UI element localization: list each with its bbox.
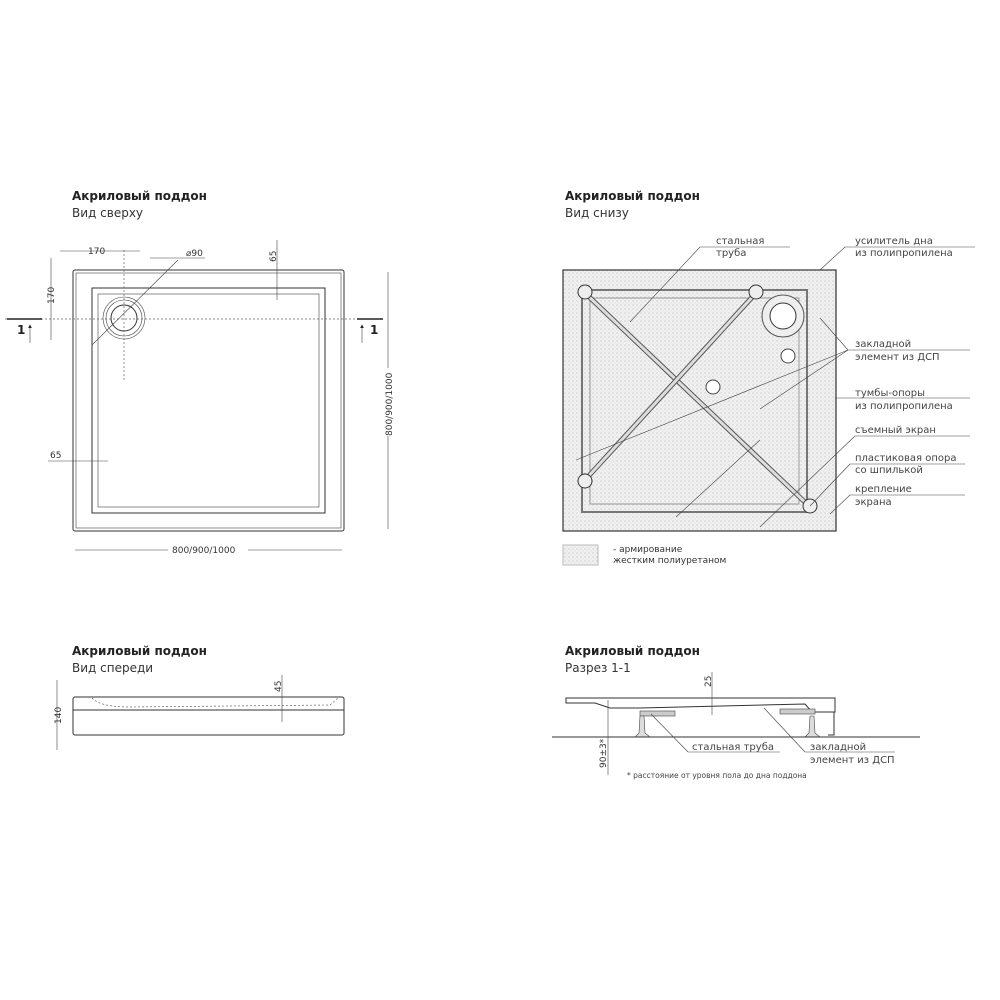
front-view-subtitle: Вид спереди xyxy=(72,661,153,675)
support-leg-bottom-left xyxy=(577,473,593,489)
leader-insert-3 xyxy=(759,349,849,410)
section-steel-pipe xyxy=(639,710,676,717)
tray-basin xyxy=(91,287,326,514)
dim-width: 800/900/1000 xyxy=(172,546,236,556)
leader-reinforcement xyxy=(819,246,846,271)
section-label-insert-1: закладной xyxy=(810,742,866,753)
legend-swatch xyxy=(562,544,599,566)
tray-outline xyxy=(72,269,345,532)
section-particleboard-insert xyxy=(779,708,816,715)
label-screen: съемный экран xyxy=(855,425,936,436)
pedestal-support-2 xyxy=(705,379,721,395)
label-steel-pipe-1: стальная xyxy=(716,236,764,247)
tray-basin-floor xyxy=(97,293,320,508)
legend-text-1: - армирование xyxy=(613,545,683,555)
label-insert-2: элемент из ДСП xyxy=(855,352,940,363)
label-pedestal-1: тумбы-опоры xyxy=(855,388,925,399)
leader-insert-2 xyxy=(575,349,849,461)
leader-mount xyxy=(829,494,851,515)
dim-width-label-background xyxy=(168,543,248,555)
bottom-view-subtitle: Вид снизу xyxy=(565,206,629,220)
section-leader-pipe xyxy=(650,713,689,753)
top-view-title: Акриловый поддон xyxy=(72,189,207,203)
front-view-title: Акриловый поддон xyxy=(72,644,207,658)
removable-screen-profile xyxy=(828,711,835,736)
dim-height: 90±3* xyxy=(599,738,609,768)
label-mount-1: крепление xyxy=(855,484,912,495)
tray-front-outline xyxy=(72,696,345,736)
callout-leader-lines xyxy=(575,246,975,528)
label-steel-pipe-2: труба xyxy=(716,248,746,259)
drain-diameter-leader xyxy=(91,259,179,346)
label-support-1: пластиковая опора xyxy=(855,453,957,464)
leader-pedestal xyxy=(675,439,761,518)
section-leader-insert xyxy=(763,707,806,753)
dim-140: 140 xyxy=(54,707,64,724)
section-mark-right: 1 xyxy=(370,323,378,337)
bottom-view-title: Акриловый поддон xyxy=(565,189,700,203)
leader-screen xyxy=(759,435,856,528)
leader-steel-pipe xyxy=(629,246,701,323)
dim-25: 25 xyxy=(704,676,714,687)
bottom-view: Акриловый поддон Вид снизу стальная труб… xyxy=(562,189,975,566)
label-pedestal-2: из полипропилена xyxy=(855,401,953,412)
footnote: * расстояние от уровня пола до дна поддо… xyxy=(627,771,807,780)
section-label-steel-pipe: стальная труба xyxy=(692,742,774,753)
dim-depth-label-background xyxy=(382,368,394,436)
leader-support xyxy=(809,463,851,507)
dim-45: 45 xyxy=(274,681,284,692)
particleboard-frame-inner xyxy=(589,297,800,505)
label-reinforcement-1: усилитель дна xyxy=(855,236,933,247)
steel-pipe-diagonal-2-fill xyxy=(583,291,758,482)
top-view: Акриловый поддон Вид сверху ⌀90 170 170 … xyxy=(5,189,395,556)
drain-diameter-label: ⌀90 xyxy=(186,249,203,259)
front-view: Акриловый поддон Вид спереди 140 45 xyxy=(54,644,345,750)
legend-text-2: жестким полиуретаном xyxy=(613,556,726,566)
tray-section-profile xyxy=(565,697,836,713)
adjustable-leg-left xyxy=(634,715,651,738)
particleboard-frame xyxy=(581,289,808,513)
pedestal-support-1 xyxy=(780,348,796,364)
section-label-insert-2: элемент из ДСП xyxy=(810,755,895,766)
section-view-title: Акриловый поддон xyxy=(565,644,700,658)
dim-65-top: 65 xyxy=(269,251,279,262)
support-leg-top-right xyxy=(748,284,764,300)
section-view-subtitle: Разрез 1-1 xyxy=(565,661,631,675)
top-view-subtitle: Вид сверху xyxy=(72,206,143,220)
adjustable-leg-right xyxy=(804,715,821,738)
dim-depth: 800/900/1000 xyxy=(385,372,395,436)
tray-basin-hidden-line xyxy=(91,697,339,708)
label-insert-1: закладной xyxy=(855,339,911,350)
section-mark-left: 1 xyxy=(17,323,25,337)
dim-170-vertical: 170 xyxy=(47,287,57,304)
label-reinforcement-2: из полипропилена xyxy=(855,248,953,259)
tray-rim-inner-edge xyxy=(75,272,342,529)
steel-pipe-diagonal-1-fill xyxy=(583,291,812,509)
drain-hole-underside xyxy=(769,302,797,330)
section-view: Акриловый поддон Разрез 1-1 90±3* 25 ста… xyxy=(552,644,920,780)
leader-insert-1 xyxy=(819,317,849,351)
dim-65-left: 65 xyxy=(50,451,61,461)
section-leader-lines xyxy=(650,707,895,753)
support-leg-top-left xyxy=(577,284,593,300)
label-mount-2: экрана xyxy=(855,497,892,508)
dim-170-horizontal: 170 xyxy=(88,247,105,257)
label-support-2: со шпилькой xyxy=(855,465,923,476)
